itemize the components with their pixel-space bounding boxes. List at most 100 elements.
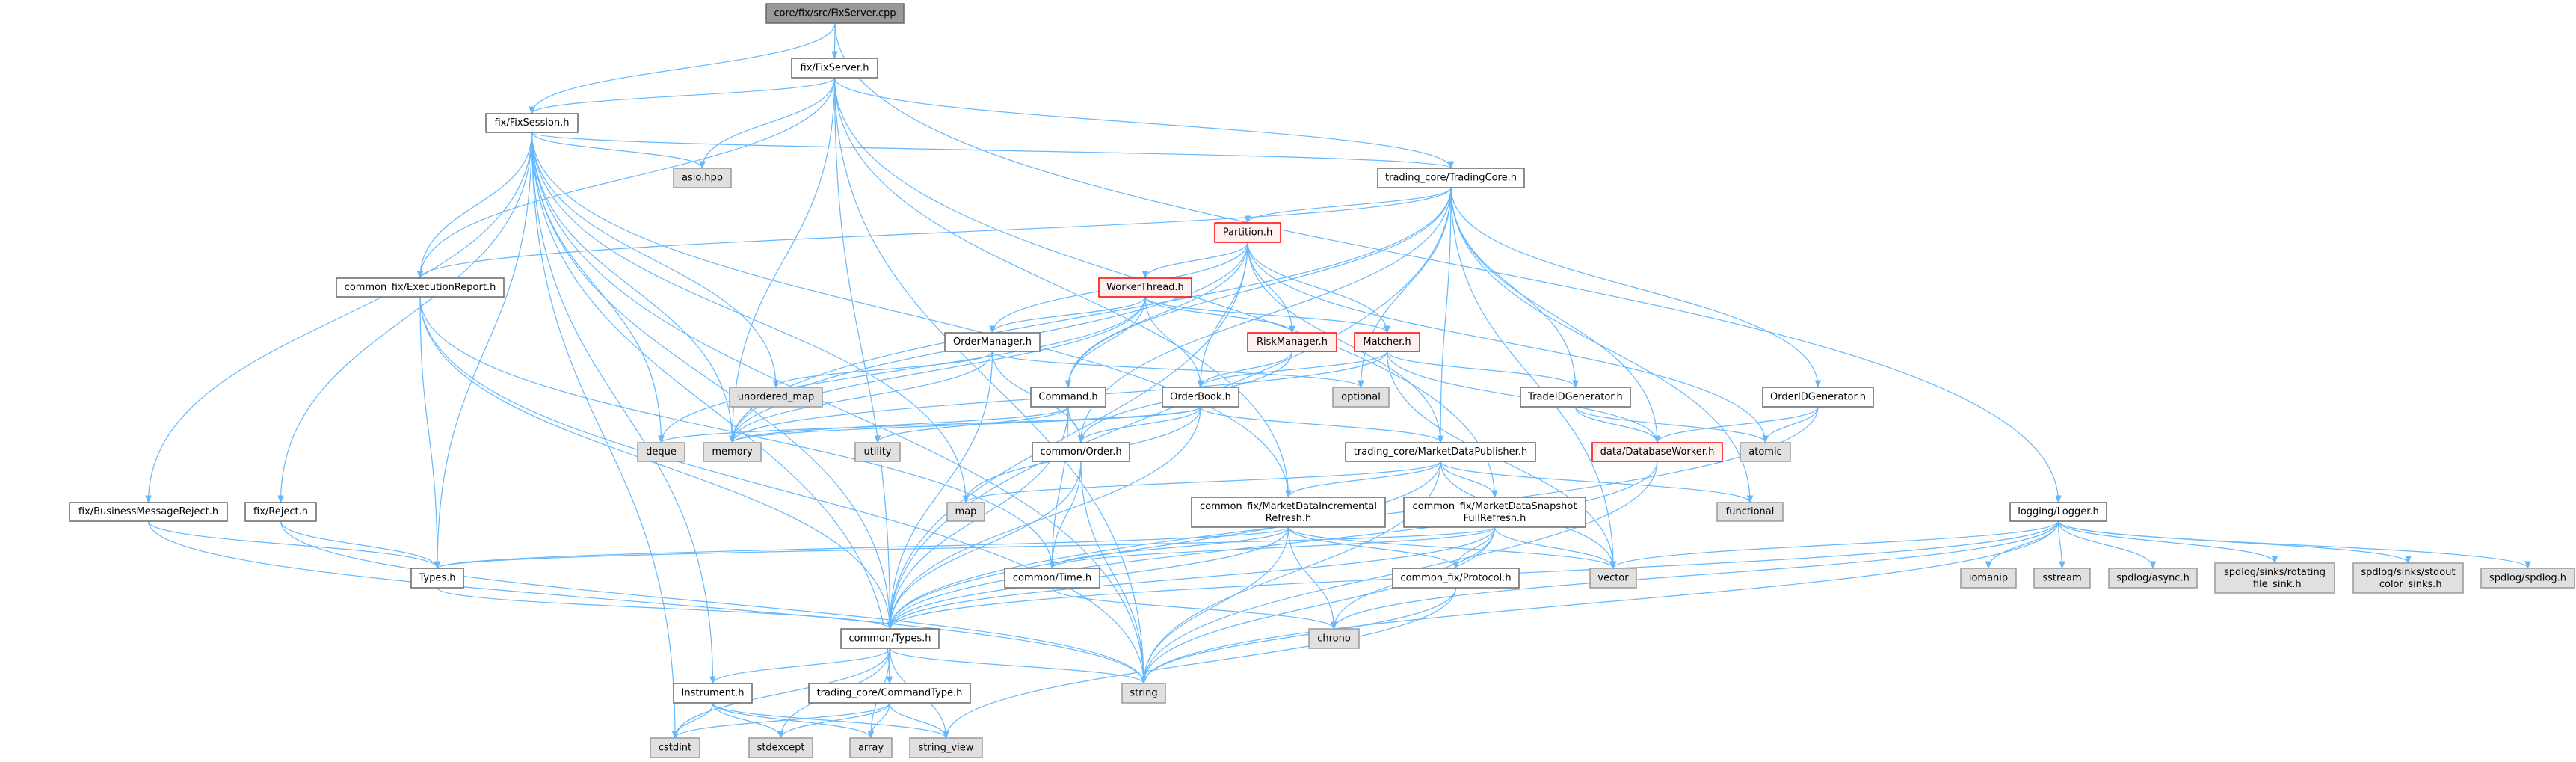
- node-box: [244, 502, 317, 522]
- node-box: [1162, 387, 1239, 408]
- node-logger[interactable]: logging/Logger.h: [2009, 502, 2107, 522]
- node-label: array: [858, 743, 884, 754]
- node-label: WorkerThread.h: [1106, 282, 1184, 293]
- node-matcher[interactable]: Matcher.h: [1354, 332, 1420, 352]
- node-bmreject[interactable]: fix/BusinessMessageReject.h: [69, 502, 228, 522]
- edge-workerthread-to-matcher: [1144, 296, 1390, 334]
- edge-orderid-to-dbworker: [1654, 406, 1819, 444]
- node-orderid[interactable]: OrderIDGenerator.h: [1762, 387, 1874, 408]
- node-label: Instrument.h: [682, 688, 745, 699]
- node-label: spdlog/spdlog.h: [2489, 573, 2566, 584]
- node-atomic: atomic: [1740, 442, 1791, 462]
- node-box: [69, 502, 228, 522]
- node-box: [946, 502, 985, 522]
- node-cmdtype[interactable]: trading_core/CommandType.h: [808, 683, 971, 704]
- node-box: [765, 3, 905, 24]
- edge-orderbook-to-order: [1077, 406, 1201, 444]
- node-label: data/DatabaseWorker.h: [1600, 446, 1715, 458]
- node-orderbook[interactable]: OrderBook.h: [1162, 387, 1239, 408]
- node-label: TradeIDGenerator.h: [1527, 392, 1623, 403]
- node-label: OrderBook.h: [1170, 392, 1231, 403]
- node-box: [1716, 502, 1784, 522]
- node-tradingcore[interactable]: trading_core/TradingCore.h: [1377, 168, 1525, 188]
- node-tradeid[interactable]: TradeIDGenerator.h: [1520, 387, 1631, 408]
- edge-ctypes-to-string: [889, 648, 1147, 685]
- node-time[interactable]: common/Time.h: [1004, 568, 1100, 589]
- edge-order-to-time: [1049, 461, 1082, 570]
- node-label: common_fix/ExecutionReport.h: [345, 282, 496, 293]
- node-spdlog: spdlog/spdlog.h: [2480, 568, 2575, 589]
- node-reject[interactable]: fix/Reject.h: [244, 502, 317, 522]
- edge-matcher-to-orderbook: [1197, 351, 1388, 389]
- edge-fixsession_h-to-execreport: [416, 132, 533, 280]
- node-label: trading_core/TradingCore.h: [1385, 173, 1517, 184]
- node-label: trading_core/MarketDataPublisher.h: [1354, 446, 1527, 458]
- node-ordermanager[interactable]: OrderManager.h: [944, 332, 1041, 352]
- node-label: Command.h: [1038, 392, 1097, 403]
- edge-protocol-to-string_view: [943, 587, 1457, 740]
- node-command[interactable]: Command.h: [1030, 387, 1106, 408]
- node-box: [1740, 442, 1791, 462]
- edge-command-to-time: [1049, 406, 1069, 570]
- node-label: sstream: [2042, 573, 2081, 584]
- node-spdasync: spdlog/async.h: [2108, 568, 2198, 589]
- edge-workerthread-to-command: [1064, 296, 1146, 389]
- edge-fixserver_h-to-memory: [729, 77, 836, 444]
- node-box: [1345, 442, 1536, 462]
- node-execreport[interactable]: common_fix/ExecutionReport.h: [336, 277, 505, 298]
- node-box: [729, 387, 823, 408]
- edge-fixsession_h-to-memory: [531, 132, 736, 444]
- edge-tradingcore-to-command: [1064, 187, 1452, 389]
- node-box: [808, 683, 971, 704]
- node-memory: memory: [703, 442, 762, 462]
- node-types-h[interactable]: Types.h: [410, 568, 464, 589]
- node-fixsession-h[interactable]: fix/FixSession.h: [485, 113, 579, 133]
- node-order[interactable]: common/Order.h: [1032, 442, 1130, 462]
- edge-ordermanager-to-ctypes: [887, 351, 993, 630]
- edge-tradingcore-to-orderid: [1450, 187, 1822, 389]
- edge-workerthread-to-deque: [658, 296, 1146, 444]
- edge-instrument-to-stdexcept: [712, 702, 784, 740]
- node-label: common/Types.h: [848, 633, 931, 645]
- edge-ctypes-to-instrument: [709, 648, 891, 685]
- edge-orderbook-to-mdpublisher: [1200, 406, 1444, 444]
- edge-execreport-to-string: [419, 296, 1147, 685]
- edge-partition-to-atomic: [1247, 242, 1769, 444]
- node-map: map: [946, 502, 985, 522]
- edges-layer: [145, 22, 2531, 740]
- edge-fixsession_h-to-tradingcore: [531, 132, 1454, 170]
- edge-tradingcore-to-ctypes: [887, 187, 1452, 630]
- node-label: fix/FixSession.h: [494, 117, 569, 129]
- edge-partition-to-workerthread: [1141, 242, 1248, 280]
- edge-logger-to-spdasync: [2057, 520, 2157, 570]
- edge-cmdtype-to-cstdint: [671, 702, 890, 740]
- node-workerthread[interactable]: WorkerThread.h: [1098, 277, 1192, 298]
- node-mdpublisher[interactable]: trading_core/MarketDataPublisher.h: [1345, 442, 1536, 462]
- node-label: fix/FixServer.h: [801, 63, 869, 74]
- node-fixserver-cpp[interactable]: core/fix/src/FixServer.cpp: [765, 3, 905, 24]
- node-label: spdlog/sinks/stdout_color_sinks.h: [2361, 567, 2455, 590]
- node-box: [1403, 497, 1586, 528]
- edge-fixsession_h-to-reject: [277, 132, 533, 504]
- edge-instrument-to-array: [712, 702, 875, 740]
- node-protocol[interactable]: common_fix/Protocol.h: [1392, 568, 1520, 589]
- node-sstream: sstream: [2033, 568, 2091, 589]
- edge-fixserver_h-to-fixsession_h: [529, 77, 836, 115]
- node-label: logging/Logger.h: [2018, 506, 2099, 517]
- node-asio: asio.hpp: [673, 168, 732, 188]
- node-box: [2033, 568, 2091, 589]
- edge-bmreject-to-types_h: [147, 520, 441, 570]
- node-riskmanager[interactable]: RiskManager.h: [1247, 332, 1337, 352]
- node-partition[interactable]: Partition.h: [1214, 222, 1281, 243]
- node-instrument[interactable]: Instrument.h: [673, 683, 753, 704]
- node-box: [1214, 222, 1281, 243]
- edge-fixserver_h-to-tradingcore: [833, 77, 1455, 170]
- node-fixserver-h[interactable]: fix/FixServer.h: [791, 58, 878, 79]
- node-dbworker[interactable]: data/DatabaseWorker.h: [1591, 442, 1723, 462]
- node-box: [1308, 628, 1360, 649]
- node-ctypes[interactable]: common/Types.h: [840, 628, 940, 649]
- node-box: [1377, 168, 1525, 188]
- edge-mdpublisher-to-mdinc: [1285, 461, 1441, 499]
